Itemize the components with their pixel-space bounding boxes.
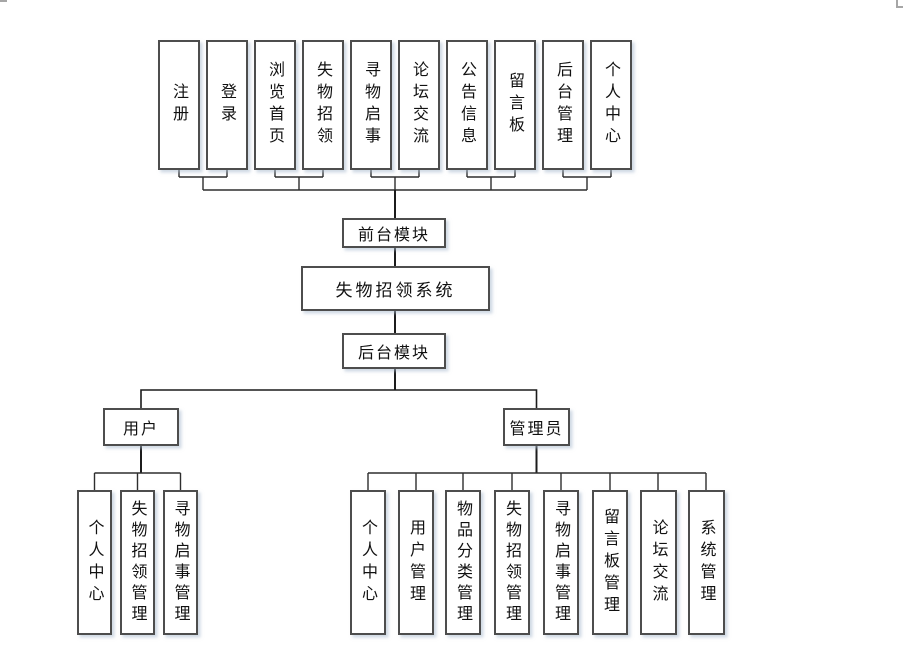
- node-admin-lost-found-manage-label: 失物招领管理: [503, 499, 522, 626]
- node-front-module-label: 前台模块: [357, 225, 430, 244]
- node-back-module: 后台模块: [342, 333, 446, 369]
- node-role-user: 用户: [103, 408, 179, 446]
- node-role-user-label: 用户: [122, 419, 159, 438]
- node-role-admin: 管理员: [503, 408, 570, 446]
- page-corner-mark-top-right: [896, 0, 903, 8]
- node-user-lost-found-manage: 失物招领管理: [120, 490, 155, 635]
- node-forum-exchange: 论坛交流: [398, 40, 440, 170]
- node-personal-center-label: 个人中心: [602, 61, 621, 149]
- node-login-label: 登录: [218, 83, 237, 127]
- node-admin-personal-center-label: 个人中心: [359, 518, 378, 607]
- node-back-module-label: 后台模块: [357, 343, 430, 362]
- node-announcement-info-label: 公告信息: [458, 61, 477, 149]
- node-admin-forum-exchange-label: 论坛交流: [649, 518, 669, 607]
- node-lost-item-notice: 寻物启事: [350, 40, 392, 170]
- node-system-root: 失物招领系统: [301, 266, 490, 311]
- node-admin-forum-exchange: 论坛交流: [640, 490, 677, 635]
- node-message-board: 留言板: [494, 40, 536, 170]
- node-backend-manage: 后台管理: [542, 40, 584, 170]
- node-user-personal-center-label: 个人中心: [85, 518, 105, 607]
- node-admin-category-manage-label: 物品分类管理: [454, 499, 473, 626]
- node-lost-and-found: 失物招领: [302, 40, 344, 170]
- node-admin-lost-found-manage: 失物招领管理: [494, 490, 530, 635]
- node-personal-center: 个人中心: [590, 40, 632, 170]
- node-admin-message-manage: 留言板管理: [592, 490, 628, 635]
- node-user-notice-manage: 寻物启事管理: [163, 490, 198, 635]
- node-backend-manage-label: 后台管理: [554, 61, 573, 149]
- node-admin-system-manage: 系统管理: [688, 490, 725, 635]
- node-browse-home: 浏览首页: [254, 40, 296, 170]
- node-lost-item-notice-label: 寻物启事: [362, 61, 381, 149]
- node-admin-notice-manage-label: 寻物启事管理: [552, 499, 571, 626]
- node-user-personal-center: 个人中心: [77, 490, 112, 635]
- node-browse-home-label: 浏览首页: [266, 61, 285, 149]
- node-admin-notice-manage: 寻物启事管理: [543, 490, 579, 635]
- node-role-admin-label: 管理员: [509, 419, 564, 438]
- node-front-module: 前台模块: [342, 218, 446, 248]
- node-register: 注册: [158, 40, 200, 170]
- node-system-root-label: 失物招领系统: [335, 281, 456, 301]
- node-login: 登录: [206, 40, 248, 170]
- node-forum-exchange-label: 论坛交流: [410, 61, 429, 149]
- page-corner-mark-top-left: [0, 0, 7, 2]
- node-user-lost-found-manage-label: 失物招领管理: [128, 499, 148, 626]
- node-announcement-info: 公告信息: [446, 40, 488, 170]
- node-admin-category-manage: 物品分类管理: [445, 490, 481, 635]
- node-admin-system-manage-label: 系统管理: [697, 518, 717, 607]
- node-user-notice-manage-label: 寻物启事管理: [171, 499, 191, 626]
- node-admin-user-manage: 用户管理: [398, 490, 434, 635]
- node-admin-personal-center: 个人中心: [350, 490, 386, 635]
- node-register-label: 注册: [170, 83, 189, 127]
- node-admin-user-manage-label: 用户管理: [407, 518, 426, 607]
- node-admin-message-manage-label: 留言板管理: [601, 507, 620, 618]
- node-lost-and-found-label: 失物招领: [314, 61, 333, 149]
- node-message-board-label: 留言板: [506, 72, 525, 138]
